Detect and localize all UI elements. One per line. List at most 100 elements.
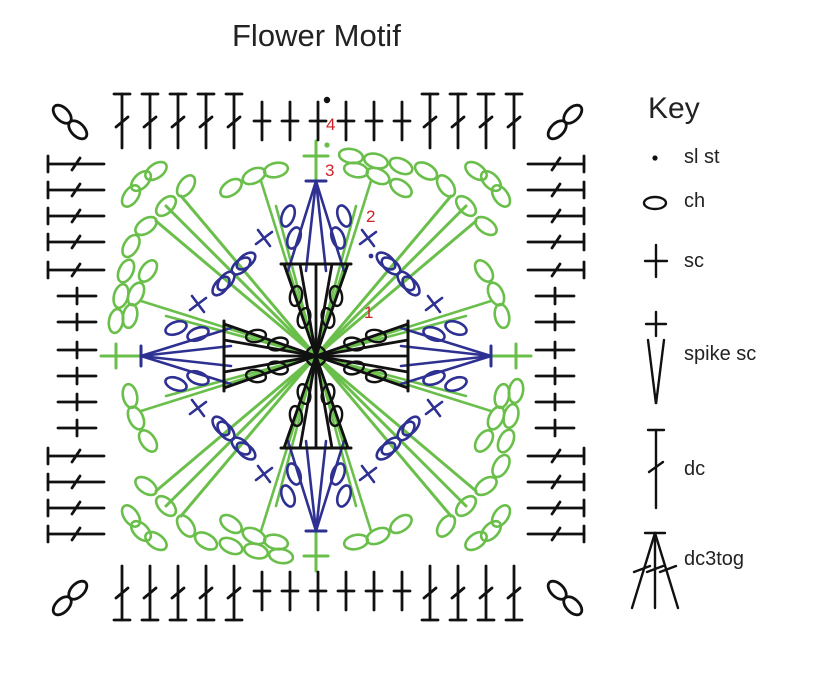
round-1-chain: [296, 383, 312, 405]
round-3-chain: [126, 405, 146, 431]
round-1-dc: [282, 262, 318, 358]
round-2-chain: [164, 375, 188, 393]
round-4-dc-bar: [550, 500, 562, 516]
round-3-dc-spoke: [164, 354, 318, 398]
round-4-dc-bar: [478, 115, 494, 129]
round-3-chain: [137, 429, 159, 453]
round-4-dc-bar: [70, 208, 82, 224]
round-3-chain: [473, 259, 495, 283]
diagram-title: Flower Motif: [232, 18, 401, 53]
round-4-dc-bar: [198, 115, 214, 129]
round-2-dc3tog: [304, 179, 318, 273]
round-2-dc3tog: [399, 354, 493, 368]
round-4-dc-bar: [478, 586, 494, 600]
round-4-stitches: [46, 92, 586, 622]
round-2-dc3tog: [286, 439, 318, 533]
round-3-dc-spoke: [314, 194, 453, 358]
round-3-chain: [129, 519, 153, 543]
round-2-stitches: [139, 179, 493, 533]
round-1-chain: [267, 336, 289, 352]
key-label-dc: dc: [684, 458, 706, 480]
round-2-chain: [335, 204, 353, 228]
round-2-chain: [422, 325, 446, 343]
round-4-dc-bar: [170, 586, 186, 600]
round-3-chain: [491, 453, 511, 479]
round-3-dc-spoke: [314, 354, 468, 508]
key-label-spike-sc: spike sc: [684, 343, 757, 365]
round-3-chain: [242, 542, 270, 560]
round-3-chain: [175, 514, 197, 538]
round-1-chain: [343, 336, 365, 352]
key-label-dc3tog: dc3tog: [684, 548, 745, 570]
round-4-corner-chain: [562, 103, 584, 125]
round-1-dc: [222, 322, 318, 358]
round-1-chain: [296, 307, 312, 329]
round-3-dc-spoke: [314, 204, 358, 358]
round-4-dc-bar: [226, 586, 242, 600]
round-4-dc-bar: [70, 500, 82, 516]
key-symbols: [630, 155, 680, 610]
magic-ring: [304, 344, 328, 368]
round-4-dc-bar: [70, 156, 82, 172]
round-3-dc-spoke: [314, 354, 358, 508]
round-3-chain: [464, 160, 488, 182]
round-3-chain: [120, 184, 142, 208]
round-3-chain: [473, 429, 495, 453]
round-3-chain: [193, 531, 219, 551]
round-4-dc-bar: [550, 208, 562, 224]
spike-sc-icon: [644, 310, 668, 405]
round-3-chain: [435, 174, 457, 198]
round-3-dc-spoke: [164, 204, 318, 358]
round-4-dc-bar: [550, 262, 562, 278]
round-2-dc3tog: [399, 344, 493, 358]
round-1-chain: [364, 368, 388, 384]
round-3-chain: [241, 166, 267, 186]
oval-icon: [642, 195, 668, 211]
round-4-corner-chain: [562, 595, 584, 617]
round-3-dc-spoke: [314, 354, 453, 518]
round-4-corner-chain: [67, 579, 89, 601]
round-1-dc: [314, 354, 410, 390]
round-1-chain: [343, 360, 365, 376]
round-2-chain: [329, 462, 347, 486]
round-4-dc-bar: [550, 234, 562, 250]
round-4-dc-bar: [170, 115, 186, 129]
round-1-chain: [320, 307, 336, 329]
round-2-chain: [396, 420, 416, 442]
round-3-chain: [454, 194, 478, 218]
round-4-sl-st: [323, 96, 331, 104]
round-3-chain: [129, 169, 153, 193]
round-4-dc-bar: [422, 586, 438, 600]
round-numbers: 1 2 3 4: [325, 115, 375, 322]
round-4-dc-bar: [550, 474, 562, 490]
round-3-dc-spoke: [314, 354, 468, 398]
round-2-chain: [329, 226, 347, 250]
round-3-chain: [464, 530, 488, 552]
round-3-chain: [479, 169, 503, 193]
round-2-dc3tog: [399, 326, 493, 358]
round-3-chain: [154, 494, 178, 518]
round-2-chain: [285, 462, 303, 486]
round-2-chain: [422, 369, 446, 387]
round-2-chain: [164, 319, 188, 337]
key-label-ch: ch: [684, 190, 706, 212]
round-number-3: 3: [325, 161, 334, 180]
round-2-chain: [211, 415, 231, 437]
cross-icon: [643, 243, 669, 279]
round-2-dc3tog: [314, 439, 328, 533]
round-3-dc-spoke: [164, 354, 318, 508]
round-2-sl-st: [368, 253, 374, 259]
round-3-chain: [502, 402, 520, 430]
round-1-chain: [364, 328, 388, 344]
round-3-chain: [365, 526, 391, 546]
round-3-chain: [490, 184, 512, 208]
round-4-dc-bar: [550, 448, 562, 464]
round-3-chain: [342, 533, 370, 551]
round-1-chain: [267, 360, 289, 376]
key-label-sc: sc: [684, 250, 704, 272]
round-3-dc-spoke: [274, 354, 318, 508]
round-2-chain: [230, 256, 252, 276]
round-3-chain: [120, 504, 142, 528]
key-title: Key: [648, 92, 700, 125]
